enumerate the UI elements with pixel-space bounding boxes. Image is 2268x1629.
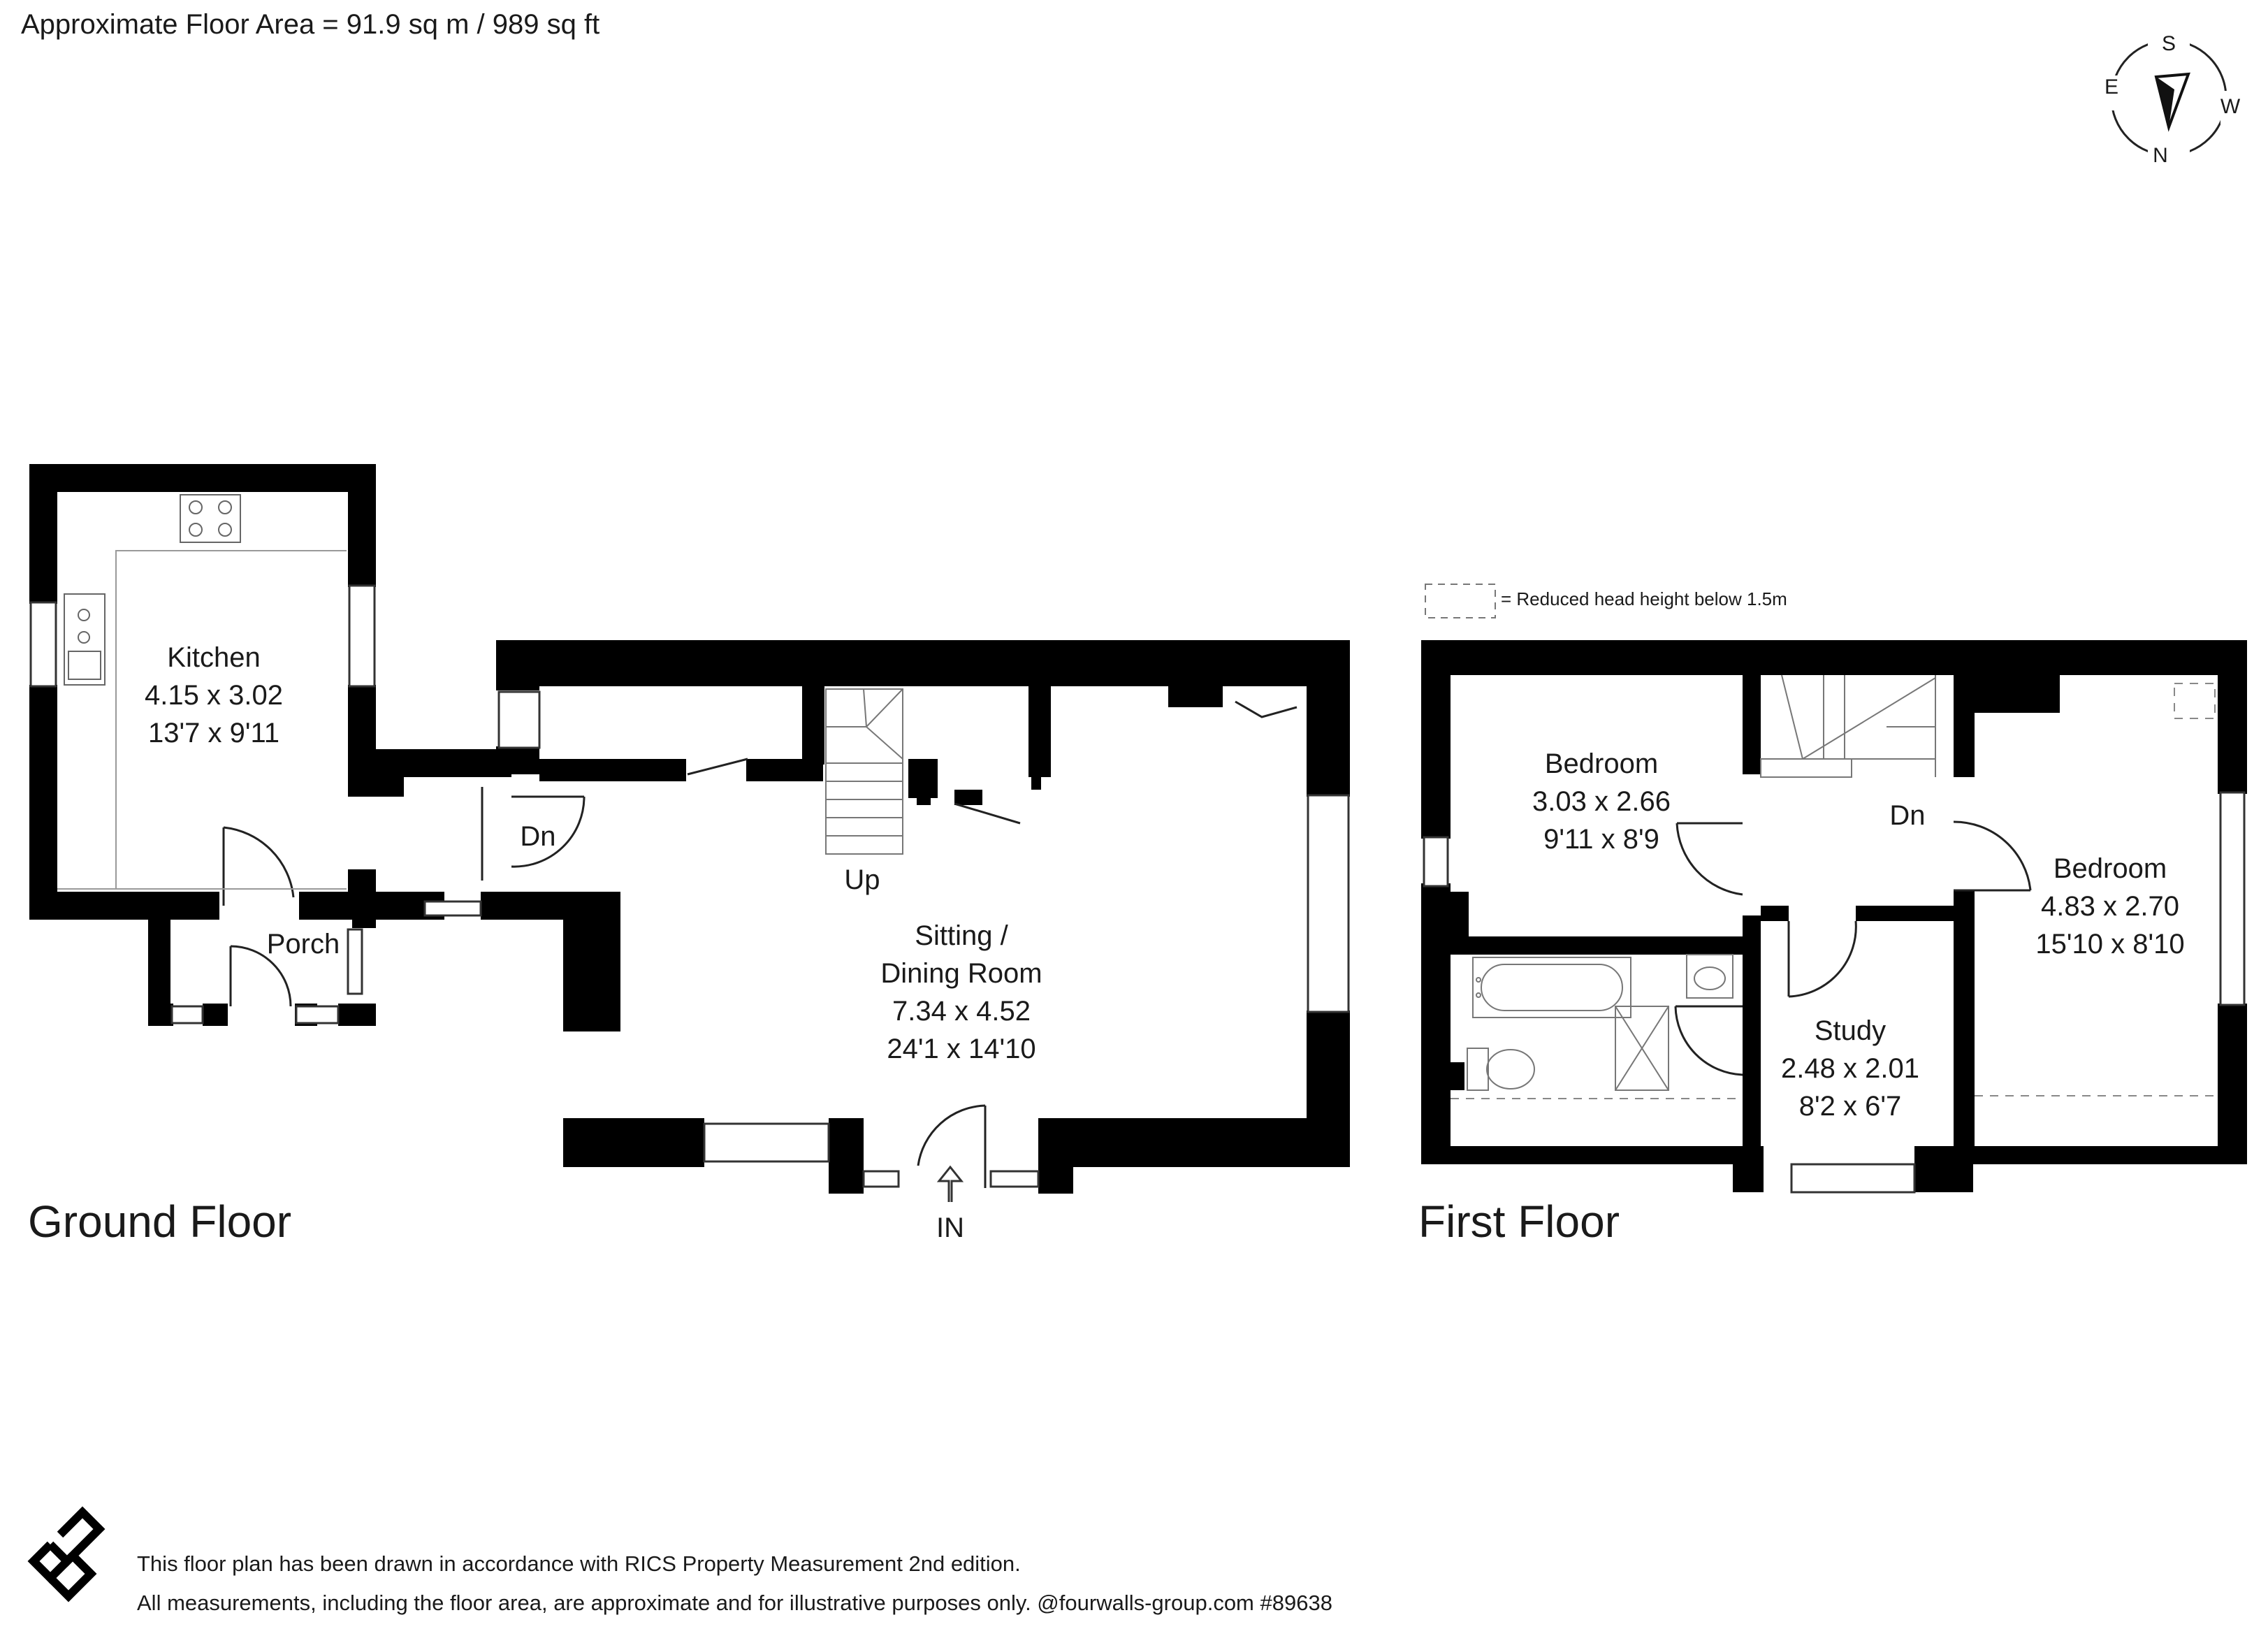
first-floor-windows bbox=[1423, 791, 2246, 1194]
sitting-imperial: 24'1 x 14'10 bbox=[887, 1034, 1035, 1064]
compass-north: N bbox=[2153, 144, 2168, 167]
porch-label: Porch bbox=[267, 929, 340, 960]
bedroom2-imperial: 15'10 x 8'10 bbox=[2035, 929, 2184, 960]
entrance-label: IN bbox=[936, 1212, 964, 1243]
reduced-height-lines bbox=[1451, 683, 2218, 1099]
kitchen-sink-icon bbox=[64, 593, 106, 686]
stairs-down-label: Dn bbox=[520, 821, 555, 852]
compass-east: E bbox=[2105, 75, 2118, 99]
kitchen-metric: 4.15 x 3.02 bbox=[145, 680, 283, 711]
kitchen-hob-icon bbox=[180, 494, 241, 543]
kitchen-imperial: 13'7 x 9'11 bbox=[148, 718, 279, 748]
compass-west: W bbox=[2220, 95, 2241, 118]
first-floor-title: First Floor bbox=[1418, 1196, 1620, 1247]
fourwalls-logo bbox=[27, 1506, 106, 1602]
toilet-icon bbox=[1467, 1048, 1535, 1091]
kitchen-worktop bbox=[57, 550, 347, 890]
entrance-arrow-icon bbox=[936, 1165, 964, 1202]
sitting-label-1: Sitting / bbox=[915, 920, 1008, 951]
first-floor-doors bbox=[1674, 820, 2032, 1076]
ground-floor-title: Ground Floor bbox=[28, 1196, 291, 1247]
bedroom1-metric: 3.03 x 2.66 bbox=[1532, 786, 1671, 817]
bedroom2-label: Bedroom bbox=[2053, 853, 2167, 884]
study-label: Study bbox=[1815, 1015, 1886, 1046]
legend-dashed-box bbox=[1425, 584, 1496, 618]
compass-icon bbox=[2107, 36, 2230, 159]
footer-line-1: This floor plan has been drawn in accord… bbox=[137, 1551, 1021, 1576]
ground-floor-doors bbox=[222, 700, 1297, 1188]
first-floor-walls bbox=[1421, 640, 2247, 1192]
shower-icon bbox=[1615, 1006, 1669, 1091]
stairs-up-label: Up bbox=[844, 864, 880, 895]
first-floor-stairs-down: Dn bbox=[1889, 800, 1925, 831]
study-metric: 2.48 x 2.01 bbox=[1781, 1053, 1919, 1084]
floor-area-text: Approximate Floor Area = 91.9 sq m / 989… bbox=[21, 9, 599, 40]
ground-floor-walls bbox=[29, 464, 1350, 1194]
ground-floor-windows bbox=[29, 584, 1350, 1188]
basin-icon bbox=[1686, 954, 1733, 999]
legend-text: = Reduced head height below 1.5m bbox=[1501, 588, 1787, 609]
sitting-label-2: Dining Room bbox=[880, 958, 1042, 989]
study-imperial: 8'2 x 6'7 bbox=[1799, 1091, 1901, 1122]
first-floor-stairs bbox=[1760, 674, 1936, 778]
ground-stairs bbox=[825, 688, 903, 855]
compass-south: S bbox=[2162, 32, 2176, 55]
sitting-metric: 7.34 x 4.52 bbox=[892, 996, 1031, 1027]
bedroom1-label: Bedroom bbox=[1545, 748, 1658, 779]
bedroom1-imperial: 9'11 x 8'9 bbox=[1543, 824, 1659, 855]
kitchen-label: Kitchen bbox=[167, 642, 260, 673]
footer-line-2: All measurements, including the floor ar… bbox=[137, 1591, 1332, 1615]
bedroom2-metric: 4.83 x 2.70 bbox=[2041, 891, 2179, 922]
bathtub-icon bbox=[1472, 957, 1631, 1018]
